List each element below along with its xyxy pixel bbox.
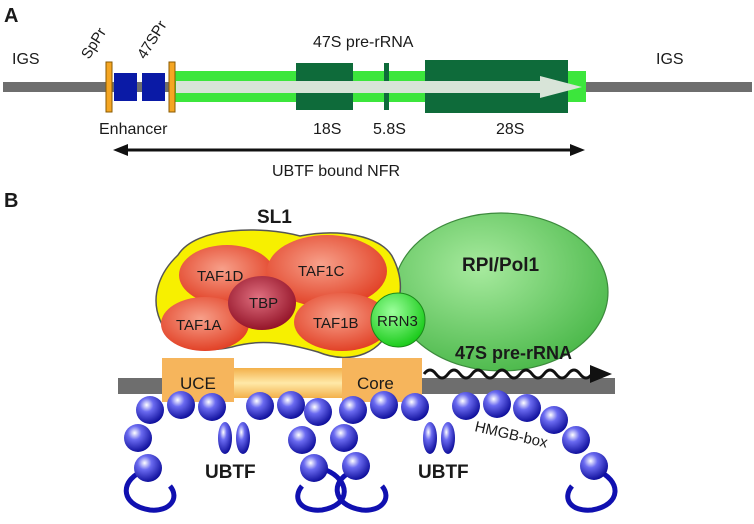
taf1c-label: TAF1C: [298, 263, 345, 280]
ubtf-hmgb-bead: [124, 424, 152, 452]
spacer-promoter-mark: [105, 61, 113, 113]
nfr-right-arrowhead: [570, 144, 585, 156]
18s-label: 18S: [313, 121, 341, 138]
ubtf-hmgb-bead: [330, 424, 358, 452]
47s-promoter-label: 47SPr: [134, 18, 171, 62]
ubtf-hmgb-bead: [300, 454, 328, 482]
enhancer-repeat-2: [142, 73, 165, 101]
enhancer-label: Enhancer: [99, 121, 168, 138]
ubtf-hmgb-bead: [342, 452, 370, 480]
hmgb-box-label: HMGB-box: [473, 418, 550, 451]
ubtf-left-label: UBTF: [205, 462, 256, 483]
ubtf-hmgb-bead: [277, 391, 305, 419]
ubtf-hmgb-bead: [167, 391, 195, 419]
taf1a-label: TAF1A: [176, 317, 222, 334]
ubtf-hmgb-bead: [452, 392, 480, 420]
ubtf-dimer-domain: [423, 422, 437, 454]
tbp-subunit: [228, 276, 296, 330]
ubtf-hmgb-bead: [198, 393, 226, 421]
ubtf-hmgb-bead: [134, 454, 162, 482]
sl1-label: SL1: [257, 207, 292, 228]
ubtf-dimer-domain: [218, 422, 232, 454]
rrn3-factor: [370, 292, 426, 348]
ubtf-left-dimer: [123, 391, 347, 513]
nascent-transcript-line: [422, 368, 594, 380]
47s-promoter-mark: [168, 61, 176, 113]
transcript-arrowhead: [590, 365, 612, 383]
ubtf-left-tail-a: [123, 467, 177, 513]
ubtf-right-label: UBTF: [418, 462, 469, 483]
ubtf-hmgb-bead: [483, 390, 511, 418]
igs-left-label: IGS: [12, 51, 40, 68]
ubtf-hmgb-bead: [401, 393, 429, 421]
ubtf-right-tail-b: [565, 467, 618, 513]
core-label: Core: [357, 374, 394, 393]
ubtf-dimer-domain: [441, 422, 455, 454]
taf1d-label: TAF1D: [197, 268, 244, 285]
ubtf-hmgb-bead: [288, 426, 316, 454]
rrn3-label: RRN3: [377, 313, 418, 330]
taf1a-subunit: [161, 297, 249, 351]
enhancer-repeat-1: [114, 73, 137, 101]
5-8s-label: 5.8S: [373, 121, 406, 138]
ubtf-dimer-domain: [236, 422, 250, 454]
ubtf-hmgb-bead: [513, 394, 541, 422]
ubtf-hmgb-bead: [246, 392, 274, 420]
ubtf-right-tail-a: [334, 467, 389, 513]
ubtf-hmgb-bead: [540, 406, 568, 434]
ubtf-hmgb-bead: [370, 391, 398, 419]
tbp-label: TBP: [249, 295, 278, 312]
panel-b-label: B: [4, 190, 18, 212]
pre-rrna-title: 47S pre-rRNA: [313, 34, 414, 51]
transcription-direction-arrow: [176, 76, 582, 98]
ubtf-hmgb-bead: [580, 452, 608, 480]
ubtf-hmgb-bead: [304, 398, 332, 426]
ubtf-hmgb-bead: [136, 396, 164, 424]
igs-right-label: IGS: [656, 51, 684, 68]
ubtf-right-dimer: [330, 390, 618, 513]
nfr-left-arrowhead: [113, 144, 128, 156]
ubtf-hmgb-bead: [339, 396, 367, 424]
28s-label: 28S: [496, 121, 524, 138]
ubtf-hmgb-bead: [562, 426, 590, 454]
spacer-promoter-label: SpPr: [78, 25, 110, 62]
transcript-label: 47S pre-rRNA: [455, 343, 572, 363]
taf1b-subunit: [294, 293, 390, 351]
pol1-label: RPI/Pol1: [462, 255, 540, 276]
panel-a-label: A: [4, 5, 18, 27]
taf1b-label: TAF1B: [313, 315, 359, 332]
nfr-label: UBTF bound NFR: [272, 163, 400, 180]
taf1c-subunit: [267, 235, 387, 307]
uce-label: UCE: [180, 374, 216, 393]
